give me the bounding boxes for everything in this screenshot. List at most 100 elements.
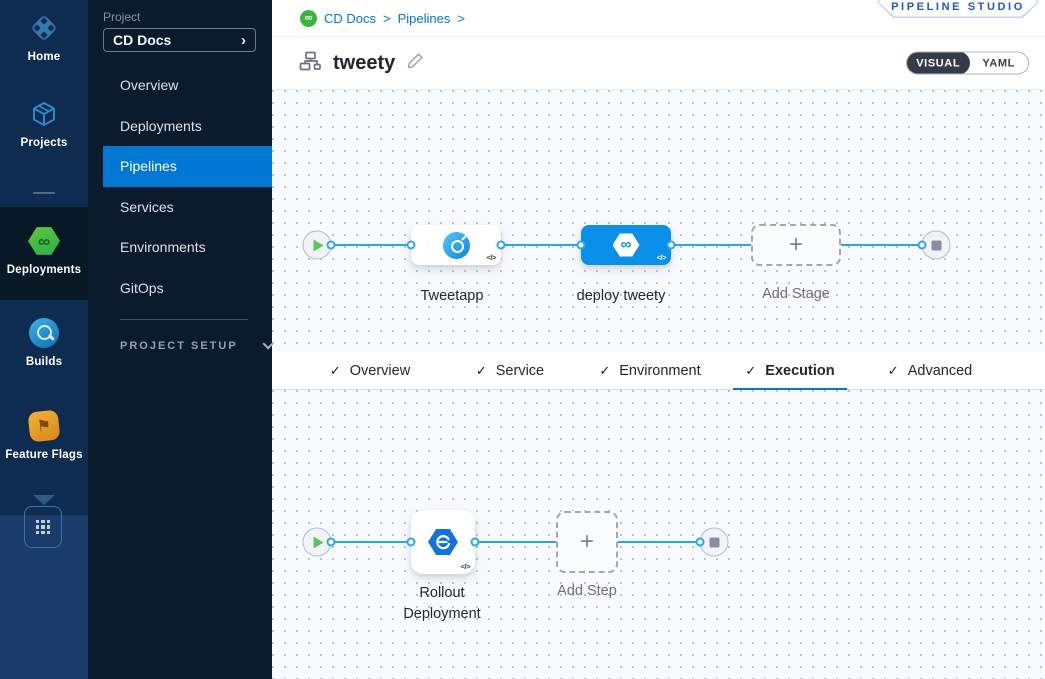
pipeline-icon — [298, 49, 322, 78]
tab-service[interactable]: ✓ Service — [475, 362, 545, 379]
home-icon — [28, 12, 60, 44]
connector-port[interactable] — [666, 240, 676, 250]
step-node-rollout-deployment[interactable]: </> — [411, 510, 475, 574]
rollout-deployment-icon — [428, 529, 458, 555]
sidebar-item-environments[interactable]: Environments — [120, 239, 206, 256]
edge-connector — [317, 244, 411, 246]
plus-icon: + — [579, 528, 594, 555]
sidebar-item-builds[interactable]: Builds — [0, 317, 88, 369]
main-content: ∞ CD Docs > Pipelines > PIPELINE STUDIO — [272, 0, 1045, 679]
stop-icon — [931, 240, 941, 250]
module-picker-button[interactable] — [24, 506, 62, 548]
add-stage-button[interactable]: + — [751, 224, 841, 266]
add-step-button[interactable]: + — [556, 511, 618, 573]
builds-icon — [28, 317, 60, 349]
sidebar-item-pipelines[interactable]: Pipelines — [103, 146, 272, 187]
project-selector[interactable]: CD Docs › — [103, 28, 256, 52]
sidebar-item-overview[interactable]: Overview — [120, 77, 179, 94]
connector-port[interactable] — [917, 240, 927, 250]
rail-bottom-panel — [0, 515, 88, 679]
chevron-down-icon[interactable] — [33, 495, 55, 505]
stage-canvas[interactable]: </> ∞ </> + Tweetapp deploy tweety Add S… — [272, 90, 1045, 352]
project-sidebar: Project CD Docs › Overview Deployments P… — [88, 0, 274, 679]
grid-icon — [35, 519, 51, 535]
sidebar-divider — [120, 319, 248, 320]
connector-port[interactable] — [576, 240, 586, 250]
edge-connector — [500, 244, 582, 246]
connector-port[interactable] — [406, 537, 416, 547]
connector-port[interactable] — [406, 240, 416, 250]
sidebar-item-home[interactable]: Home — [0, 12, 88, 64]
stage-label: Tweetapp — [420, 288, 484, 304]
tab-environment[interactable]: ✓ Environment — [599, 362, 701, 379]
check-icon: ✓ — [745, 362, 757, 378]
badge-label: PIPELINE STUDIO — [891, 1, 1025, 13]
visual-toggle-button[interactable]: VISUAL — [907, 52, 971, 74]
tab-execution[interactable]: ✓ Execution — [720, 352, 860, 389]
stage-node-tweetapp[interactable]: </> — [411, 225, 501, 265]
project-name: CD Docs — [113, 32, 172, 48]
project-label: Project — [103, 10, 141, 24]
cd-module-icon: ∞ — [300, 9, 317, 27]
play-icon — [313, 536, 324, 548]
edit-pencil-icon[interactable] — [406, 51, 425, 75]
stage-label: deploy tweety — [576, 288, 666, 304]
feature-flags-icon: ⚑ — [27, 409, 61, 443]
sidebar-menu: Overview Deployments Pipelines Services … — [88, 65, 272, 308]
view-toggle: VISUAL YAML — [906, 51, 1029, 75]
deploy-stage-icon: ∞ — [612, 233, 640, 257]
check-icon: ✓ — [329, 362, 341, 378]
sidebar-item-label: Feature Flags — [5, 449, 83, 461]
edge-connector — [317, 541, 411, 543]
pipeline-studio-badge: PIPELINE STUDIO — [877, 0, 1039, 18]
plus-icon: + — [788, 231, 803, 258]
module-nav-rail: Home Projects ∞ Deployments Builds — [0, 0, 88, 679]
stop-icon — [709, 537, 719, 547]
sidebar-item-label: Builds — [25, 356, 63, 368]
step-label: Rollout Deployment — [403, 585, 481, 622]
connector-port[interactable] — [326, 240, 336, 250]
tab-overview[interactable]: ✓ Overview — [329, 362, 411, 379]
breadcrumb-separator: > — [383, 10, 391, 26]
rail-divider — [33, 192, 55, 194]
projects-icon — [28, 98, 60, 130]
sidebar-item-projects[interactable]: Projects — [0, 98, 88, 150]
project-setup-toggle[interactable]: PROJECT SETUP — [120, 338, 274, 352]
sidebar-item-label: Deployments — [6, 264, 82, 276]
sidebar-item-deployments[interactable]: ∞ Deployments — [0, 225, 88, 277]
connector-port[interactable] — [496, 240, 506, 250]
breadcrumb-row: ∞ CD Docs > Pipelines > PIPELINE STUDIO — [272, 0, 1045, 37]
stage-node-deploy-tweety[interactable]: ∞ </> — [581, 225, 671, 265]
sidebar-item-deployments-menu[interactable]: Deployments — [120, 117, 202, 134]
sidebar-item-label: Projects — [20, 137, 68, 149]
code-icon[interactable]: </> — [460, 562, 471, 571]
breadcrumb: ∞ CD Docs > Pipelines > — [300, 9, 465, 27]
check-icon: ✓ — [599, 362, 611, 378]
breadcrumb-link-project[interactable]: CD Docs — [324, 10, 377, 26]
build-stage-icon — [442, 231, 470, 259]
connector-port[interactable] — [326, 537, 336, 547]
pipeline-title-row: tweety VISUAL YAML — [272, 37, 1045, 90]
breadcrumb-link-pipelines[interactable]: Pipelines — [397, 10, 451, 26]
code-icon[interactable]: </> — [486, 253, 497, 262]
tab-advanced[interactable]: ✓ Advanced — [887, 362, 973, 379]
stage-config-tabs: ✓ Overview ✓ Service ✓ Environment ✓ Exe… — [272, 352, 1045, 390]
deployments-icon: ∞ — [28, 225, 60, 257]
connector-port[interactable] — [470, 537, 480, 547]
sidebar-item-gitops[interactable]: GitOps — [120, 279, 164, 296]
play-icon — [313, 239, 324, 251]
sidebar-item-label: Home — [27, 51, 61, 63]
badge-fill — [878, 0, 1038, 17]
check-icon: ✓ — [887, 362, 899, 378]
add-stage-label: Add Stage — [762, 286, 830, 302]
sidebar-item-feature-flags[interactable]: ⚑ Feature Flags — [0, 409, 88, 462]
connector-port[interactable] — [695, 537, 705, 547]
yaml-toggle-button[interactable]: YAML — [982, 57, 1015, 69]
code-icon[interactable]: </> — [656, 253, 667, 262]
breadcrumb-separator: > — [457, 10, 465, 26]
sidebar-item-services[interactable]: Services — [120, 198, 174, 215]
project-setup-label: PROJECT SETUP — [120, 340, 238, 352]
execution-canvas[interactable]: </> + Rollout Deployment Add Step — [272, 390, 1045, 679]
check-icon: ✓ — [475, 362, 487, 378]
